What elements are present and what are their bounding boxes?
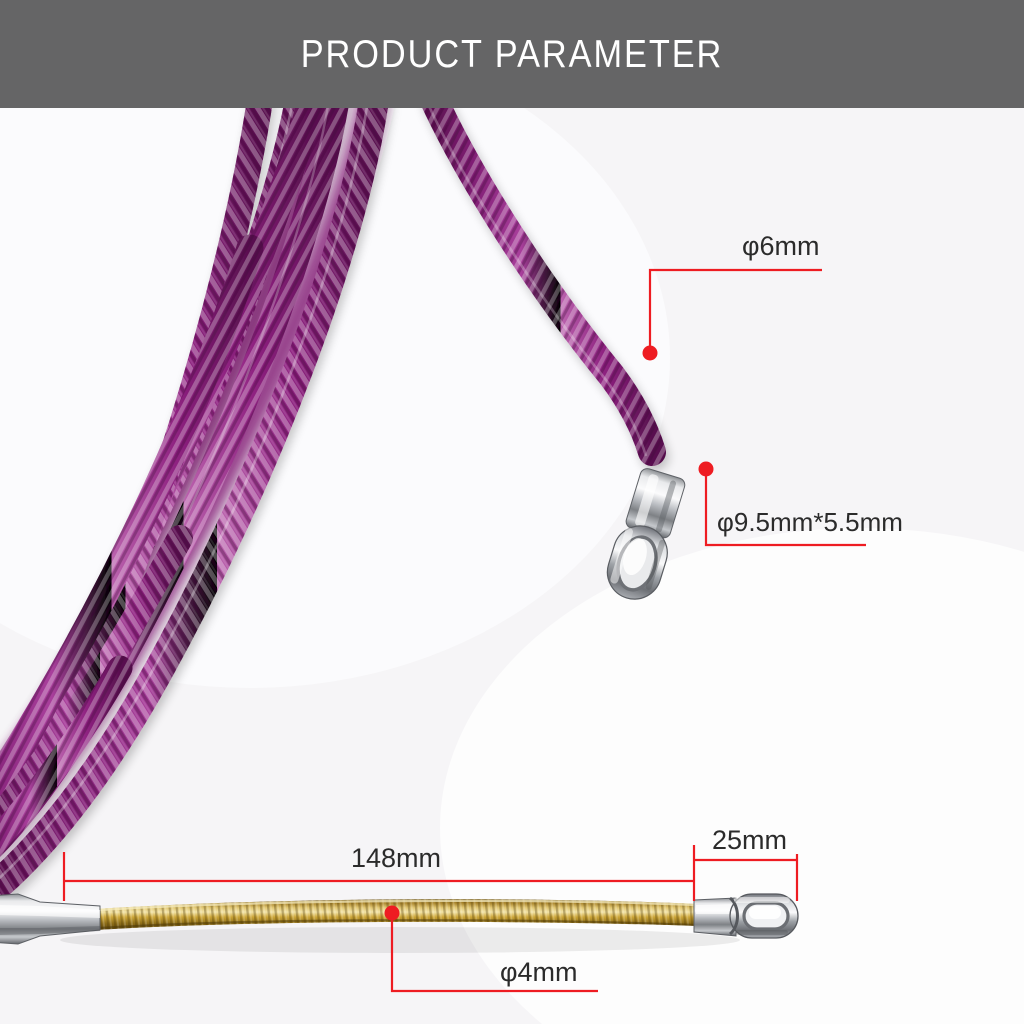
rod-right-eyelet (693, 893, 799, 939)
rope-strand-e (0, 108, 272, 847)
rope-strand-c (0, 108, 388, 898)
rope-strand-h (0, 525, 193, 837)
page-title: PRODUCT PARAMETER (300, 33, 724, 76)
product-illustration (0, 108, 1024, 1024)
rope-metal-eyelet (606, 468, 686, 600)
rod-left-ferrule (0, 893, 101, 945)
rope-strand-to-tip (422, 108, 666, 466)
rope-strand-f (0, 234, 264, 800)
product-photo (0, 108, 1024, 1024)
header-band: PRODUCT PARAMETER (0, 0, 1024, 108)
rope-bundle (0, 108, 666, 898)
rope-strand-i (0, 655, 133, 855)
